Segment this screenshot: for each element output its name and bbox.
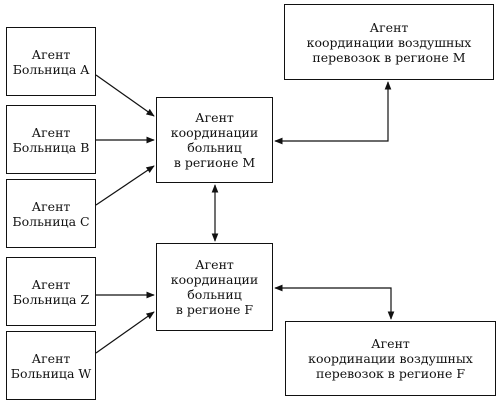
- hospital-coordination-agent-m-label: Агент координации больниц в регионе M: [170, 110, 259, 170]
- air-transport-coordination-agent-m: Агент координации воздушных перевозок в …: [284, 4, 494, 80]
- hospital-agent-a-label: Агент Больница A: [12, 46, 90, 77]
- hospital-coordination-agent-f-label: Агент координации больниц в регионе F: [170, 257, 259, 317]
- arrow-coord-m-to-air-m: [274, 81, 392, 145]
- air-transport-coordination-agent-f-label: Агент координации воздушных перевозок в …: [308, 336, 473, 381]
- hospital-agent-z: Агент Больница Z: [6, 257, 96, 326]
- hospital-agent-w-label: Агент Больница W: [10, 350, 92, 381]
- hospital-coordination-agent-f: Агент координации больниц в регионе F: [156, 243, 273, 331]
- hospital-coordination-agent-m: Агент координации больниц в регионе M: [156, 97, 273, 183]
- hospital-agent-b-label: Агент Больница B: [12, 124, 90, 155]
- air-transport-coordination-agent-f: Агент координации воздушных перевозок в …: [285, 321, 496, 396]
- hospital-agent-z-label: Агент Больница Z: [12, 276, 90, 307]
- arrow-hospital-c-to-coord-m: [95, 165, 155, 206]
- hospital-agent-w: Агент Больница W: [6, 331, 96, 400]
- hospital-agent-a: Агент Больница A: [6, 27, 96, 96]
- arrow-hospital-w-to-coord-f: [95, 311, 155, 354]
- hospital-agent-b: Агент Больница B: [6, 105, 96, 174]
- hospital-agent-c: Агент Больница C: [6, 179, 96, 248]
- air-transport-coordination-agent-m-label: Агент координации воздушных перевозок в …: [306, 19, 472, 65]
- arrow-coord-f-to-air-f: [274, 284, 395, 320]
- hospital-agent-c-label: Агент Больница C: [12, 198, 90, 229]
- arrow-hospital-a-to-coord-m: [95, 74, 155, 117]
